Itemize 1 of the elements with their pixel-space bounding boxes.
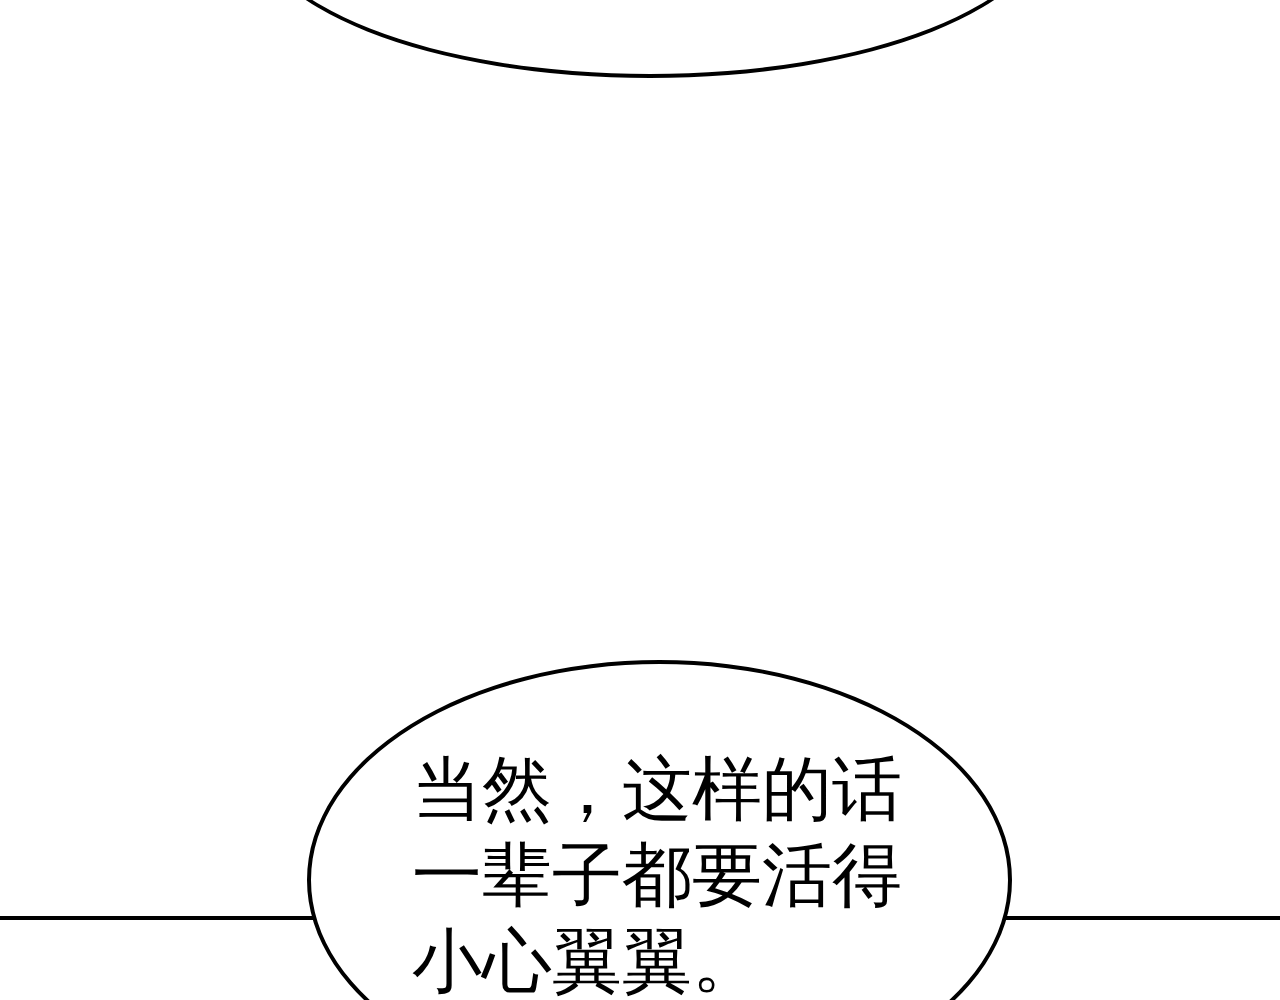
dialogue-text: 当然，这样的话一辈子都要活得小心翼翼。 <box>411 747 903 1000</box>
